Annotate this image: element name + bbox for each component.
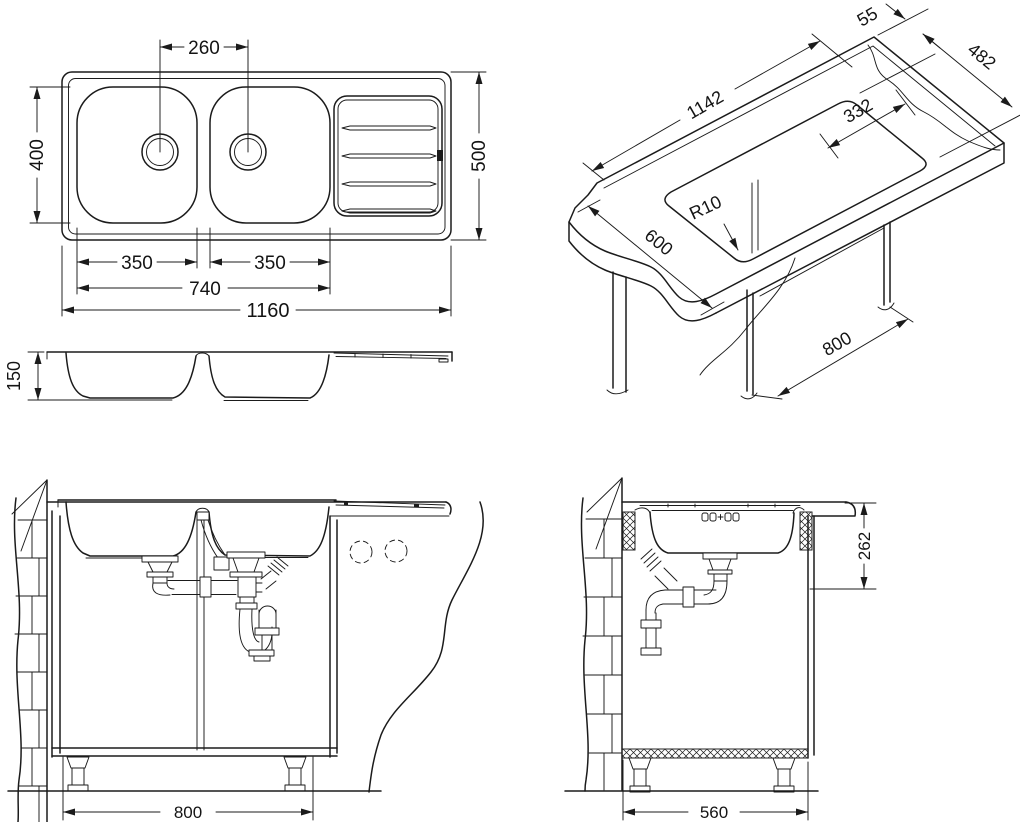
sink-outer-outline (61, 71, 452, 241)
front-section-view: 800 (7, 479, 484, 822)
dim-overall-length: 1160 (246, 300, 289, 322)
profile-drainboard (333, 352, 449, 359)
plan-view: 260 400 500 350 350 740 1160 (27, 38, 490, 322)
drainboard-ridges (341, 125, 437, 214)
dim-bowls-span: 740 (189, 279, 221, 300)
radius-leader (723, 223, 739, 251)
dim-overall-depth: 500 (469, 140, 490, 172)
dim-bowl-depth: 150 (4, 361, 24, 391)
cabinet-mid-panel (196, 515, 205, 751)
bowl-1-outline (76, 86, 198, 224)
side-bowl-outline (649, 511, 795, 554)
side-section-view: 262 560 (564, 477, 876, 822)
pipe-knockout-1 (349, 540, 373, 564)
drainboard-edge (333, 500, 446, 509)
profile-bowl-2 (208, 354, 330, 399)
dim-line-800-iso (777, 318, 909, 397)
break-line (867, 44, 1001, 151)
cabinet-right-side (329, 515, 338, 758)
dim-drain-spacing: 260 (188, 38, 220, 59)
cabinet-left-panel (612, 271, 627, 393)
worktop-front-edge (715, 142, 1005, 314)
drainboard-inner-line (337, 99, 439, 213)
overflow-slot (437, 150, 443, 161)
dim-base-width: 800 (819, 328, 855, 360)
dim-outlet-drop: 262 (855, 532, 874, 560)
cabinet-broken-edge (368, 501, 484, 793)
sink-cutout-hole (664, 100, 927, 263)
dim-rim-offset: 55 (854, 3, 881, 30)
counter-cut-right (799, 511, 813, 551)
dim-line-332 (827, 103, 906, 149)
adjustable-foot (66, 756, 90, 792)
cabinet-left-side (51, 510, 61, 758)
bowl-2-outline (209, 86, 331, 224)
dim-bowl1-width: 350 (121, 253, 153, 274)
dim-line-1142 (592, 41, 820, 171)
dim-cabinet-width: 800 (174, 803, 202, 822)
dim-bowl2-width: 350 (254, 253, 286, 274)
dim-bowl-inner-width: 400 (27, 139, 48, 171)
faucet-hole-marks (701, 512, 740, 522)
adjustable-foot (283, 756, 307, 792)
isometric-view: 1142 55 482 332 R10 600 800 (568, 3, 1020, 400)
dim-cabinet-depth: 560 (700, 803, 728, 822)
section-bowl-2 (208, 506, 330, 557)
cabinet-divider-panel (746, 289, 754, 395)
cabinet-right-panel (883, 221, 891, 306)
brick-pattern (14, 519, 48, 822)
cabinet-bottom-shelf (621, 748, 809, 759)
brick-pattern-2 (582, 518, 623, 791)
profile-bowl-1 (65, 352, 197, 399)
section-bowl-1 (65, 501, 197, 557)
dim-cutout-width: 482 (964, 39, 1000, 73)
adjustable-foot (628, 757, 652, 793)
cabinet-side-panel (807, 515, 815, 759)
adjustable-foot (772, 757, 796, 793)
counter-cut-left (622, 511, 636, 551)
wall-broken-edge (13, 497, 22, 822)
side-waste-plumbing (640, 548, 738, 656)
pipe-knockout-2 (384, 539, 408, 563)
worktop-top-face (568, 36, 1005, 303)
drainboard-outline (333, 95, 443, 217)
dim-line-600 (587, 205, 713, 309)
sink-rim-inner-line (68, 78, 446, 235)
cabinet-bottom (51, 747, 338, 757)
wall-broken-edge-2 (580, 497, 589, 792)
profile-view: 150 (4, 351, 453, 401)
dim-line-482 (922, 33, 1013, 108)
waste-plumbing (141, 511, 289, 662)
